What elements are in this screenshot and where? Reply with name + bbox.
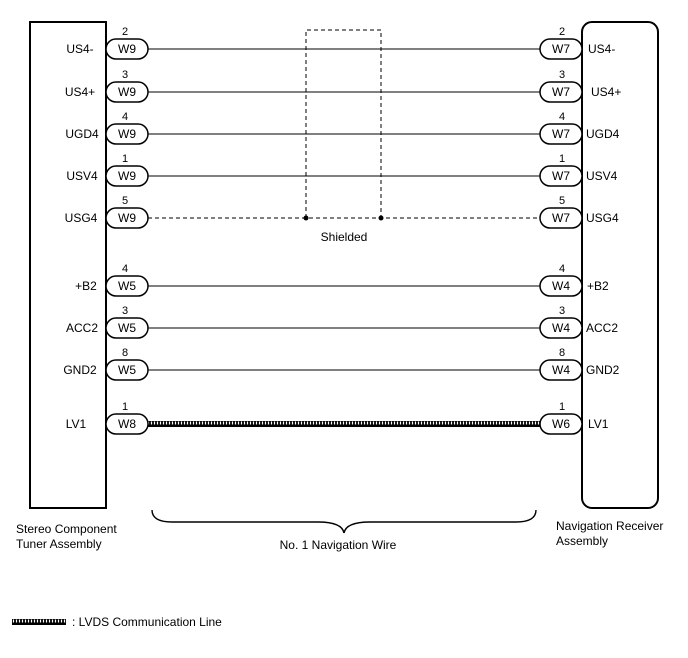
- left-connector-oval: [105, 413, 149, 435]
- left-signal-label: LV1: [66, 417, 87, 431]
- right-pin-number: 5: [559, 195, 565, 207]
- left-connector-oval: [105, 207, 149, 229]
- right-signal-label: +B2: [587, 279, 609, 293]
- right-pin-number: 1: [559, 401, 565, 413]
- left-pin-number: 1: [122, 153, 128, 165]
- left-signal-label: USG4: [65, 211, 98, 225]
- left-signal-label: UGD4: [65, 127, 99, 141]
- left-pin-number: 2: [122, 26, 128, 38]
- left-connector-label: W5: [118, 279, 136, 293]
- right-connector-label: W7: [552, 42, 570, 56]
- right-signal-label: GND2: [586, 363, 620, 377]
- right-connector-label: W4: [552, 363, 570, 377]
- left-signal-label: +B2: [75, 279, 97, 293]
- left-signal-label: US4+: [65, 85, 95, 99]
- left-pin-number: 8: [122, 347, 128, 359]
- left-connector-label: W5: [118, 321, 136, 335]
- left-signal-label: ACC2: [66, 321, 98, 335]
- right-signal-label: USG4: [586, 211, 619, 225]
- right-connector-label: W7: [552, 85, 570, 99]
- right-signal-label: US4+: [591, 85, 621, 99]
- right-connector-label: W7: [552, 127, 570, 141]
- left-pin-number: 4: [122, 263, 128, 275]
- left-connector-oval: [105, 81, 149, 103]
- left-connector-label: W9: [118, 169, 136, 183]
- right-connector-label: W7: [552, 211, 570, 225]
- right-pin-number: 4: [559, 263, 565, 275]
- legend-lvds-swatch: [12, 619, 66, 625]
- shield-label: Shielded: [321, 230, 368, 244]
- left-connector-oval: [105, 165, 149, 187]
- right-connector-oval: [539, 165, 583, 187]
- right-component-title-line-2: Assembly: [556, 534, 608, 548]
- right-connector-label: W6: [552, 417, 570, 431]
- wire-lvds: [148, 421, 540, 427]
- left-pin-number: 1: [122, 401, 128, 413]
- right-connector-oval: [539, 413, 583, 435]
- right-connector-label: W4: [552, 279, 570, 293]
- left-component-box: [29, 21, 107, 509]
- right-connector-label: W4: [552, 321, 570, 335]
- right-pin-number: 8: [559, 347, 565, 359]
- left-connector-label: W9: [118, 42, 136, 56]
- left-pin-number: 3: [122, 305, 128, 317]
- right-signal-label: LV1: [588, 417, 609, 431]
- left-pin-number: 4: [122, 111, 128, 123]
- left-connector-label: W9: [118, 85, 136, 99]
- right-connector-oval: [539, 81, 583, 103]
- right-connector-oval: [539, 317, 583, 339]
- left-signal-label: US4-: [66, 42, 93, 56]
- left-connector-oval: [105, 317, 149, 339]
- left-pin-number: 5: [122, 195, 128, 207]
- right-component-box: [581, 21, 659, 509]
- left-connector-label: W9: [118, 127, 136, 141]
- right-connector-oval: [539, 275, 583, 297]
- left-connector-label: W5: [118, 363, 136, 377]
- right-pin-number: 1: [559, 153, 565, 165]
- left-component-title-line-1: Stereo Component: [16, 522, 117, 536]
- right-pin-number: 3: [559, 69, 565, 81]
- right-pin-number: 2: [559, 26, 565, 38]
- right-connector-oval: [539, 359, 583, 381]
- left-connector-label: W9: [118, 211, 136, 225]
- right-signal-label: USV4: [586, 169, 618, 183]
- right-signal-label: ACC2: [586, 321, 618, 335]
- harness-label: No. 1 Navigation Wire: [280, 538, 397, 552]
- left-pin-number: 3: [122, 69, 128, 81]
- right-signal-label: UGD4: [586, 127, 620, 141]
- right-connector-oval: [539, 38, 583, 60]
- right-component-title-line-1: Navigation Receiver: [556, 519, 663, 533]
- signal-row: W5 4W4 4 +B2 +B2: [75, 263, 609, 297]
- left-signal-label: USV4: [66, 169, 98, 183]
- left-component-title-line-2: Tuner Assembly: [16, 537, 102, 551]
- right-connector-label: W7: [552, 169, 570, 183]
- left-connector-label: W8: [118, 417, 136, 431]
- shield-outline: [305, 29, 382, 218]
- harness-brace: [151, 509, 537, 534]
- left-connector-oval: [105, 359, 149, 381]
- left-connector-oval: [105, 275, 149, 297]
- right-connector-oval: [539, 123, 583, 145]
- left-signal-label: GND2: [63, 363, 97, 377]
- legend-text: : LVDS Communication Line: [72, 615, 222, 629]
- right-signal-label: US4-: [588, 42, 615, 56]
- right-pin-number: 4: [559, 111, 565, 123]
- right-pin-number: 3: [559, 305, 565, 317]
- left-connector-oval: [105, 123, 149, 145]
- left-connector-oval: [105, 38, 149, 60]
- right-connector-oval: [539, 207, 583, 229]
